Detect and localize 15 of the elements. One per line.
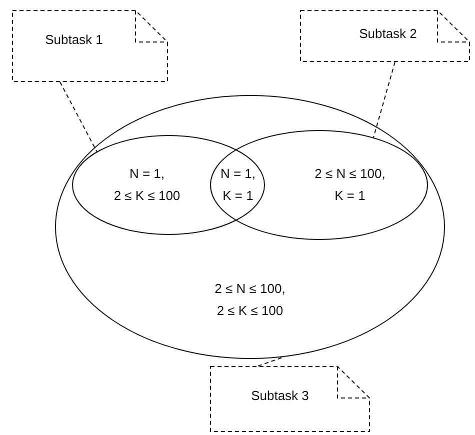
set-ellipse <box>210 130 428 240</box>
set-ellipse <box>55 95 445 359</box>
leader-line <box>60 82 98 152</box>
note-box <box>210 366 370 432</box>
note-box <box>12 10 168 82</box>
note-label: Subtask 3 <box>251 387 309 405</box>
region-label: N = 1, K = 1 <box>220 165 256 205</box>
set-label: N = 1, 2 ≤ K ≤ 100 <box>114 165 180 205</box>
set-label: 2 ≤ N ≤ 100, K = 1 <box>314 165 386 205</box>
leader-line <box>373 62 396 138</box>
note-box <box>300 10 470 62</box>
note-label: Subtask 1 <box>45 31 103 49</box>
note-label: Subtask 2 <box>359 25 417 43</box>
set-ellipse <box>72 135 265 235</box>
set-label: 2 ≤ N ≤ 100, 2 ≤ K ≤ 100 <box>214 280 286 320</box>
